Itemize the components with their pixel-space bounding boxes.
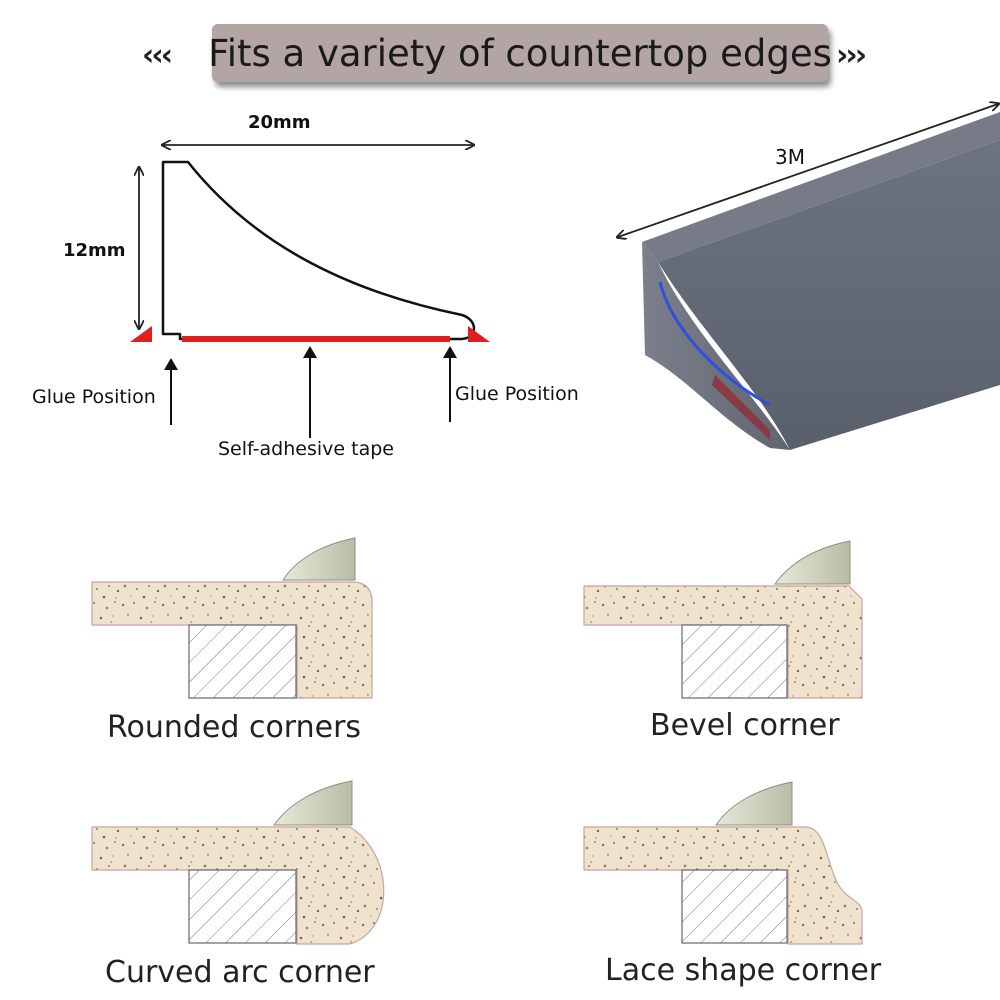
countertop-slab (91, 826, 385, 945)
product-illustration (618, 104, 1000, 450)
edge-strip (273, 780, 353, 826)
edge-lace-illustration (583, 781, 863, 945)
adhesive-tape-strip (182, 336, 450, 342)
glue-left-label: Glue Position (32, 386, 156, 408)
strip-curved-face (658, 140, 1000, 450)
banner-box: Fits a variety of countertop edges (208, 24, 832, 82)
caption-rounded-corners: Rounded corners (107, 710, 362, 745)
banner: ‹‹‹ Fits a variety of countertop edges ›… (0, 18, 1000, 90)
tape-label: Self-adhesive tape (218, 438, 394, 460)
caption-bevel-corner: Bevel corner (650, 708, 840, 743)
countertop-slab (583, 585, 863, 699)
profile-outline (161, 160, 476, 341)
edge-curved-arc-illustration (91, 780, 385, 945)
edge-rounded-illustration (91, 537, 373, 699)
caption-lace-shape-corner: Lace shape corner (605, 953, 882, 988)
edge-strip (282, 537, 356, 581)
strip-top-edge (642, 112, 1000, 262)
profile-diagram (130, 145, 490, 438)
cabinet-block (681, 624, 788, 699)
edge-bevel-illustration (583, 540, 863, 699)
glue-right-triangle (468, 326, 490, 342)
right-chevrons-icon: ››› (836, 38, 867, 73)
strip-adhesive-backing (712, 375, 770, 440)
countertop-slab (583, 826, 863, 945)
left-chevrons-icon: ‹‹‹ (142, 38, 173, 73)
edge-strip (774, 540, 851, 585)
countertop-slab (91, 581, 373, 699)
height-label: 12mm (63, 240, 126, 261)
caption-curved-arc-corner: Curved arc corner (105, 955, 375, 990)
glue-right-label: Glue Position (455, 383, 579, 405)
cabinet-block (681, 869, 788, 944)
strip-front-face (642, 242, 790, 450)
banner-title: Fits a variety of countertop edges (208, 31, 832, 75)
width-label: 20mm (248, 112, 311, 133)
length-dimension-arrow (618, 104, 998, 237)
glue-left-triangle (130, 326, 152, 342)
cabinet-block (188, 624, 297, 699)
cabinet-block (188, 869, 297, 944)
edge-strip (715, 781, 793, 826)
strip-edge-highlight (658, 281, 771, 407)
length-label: 3M (775, 145, 805, 169)
